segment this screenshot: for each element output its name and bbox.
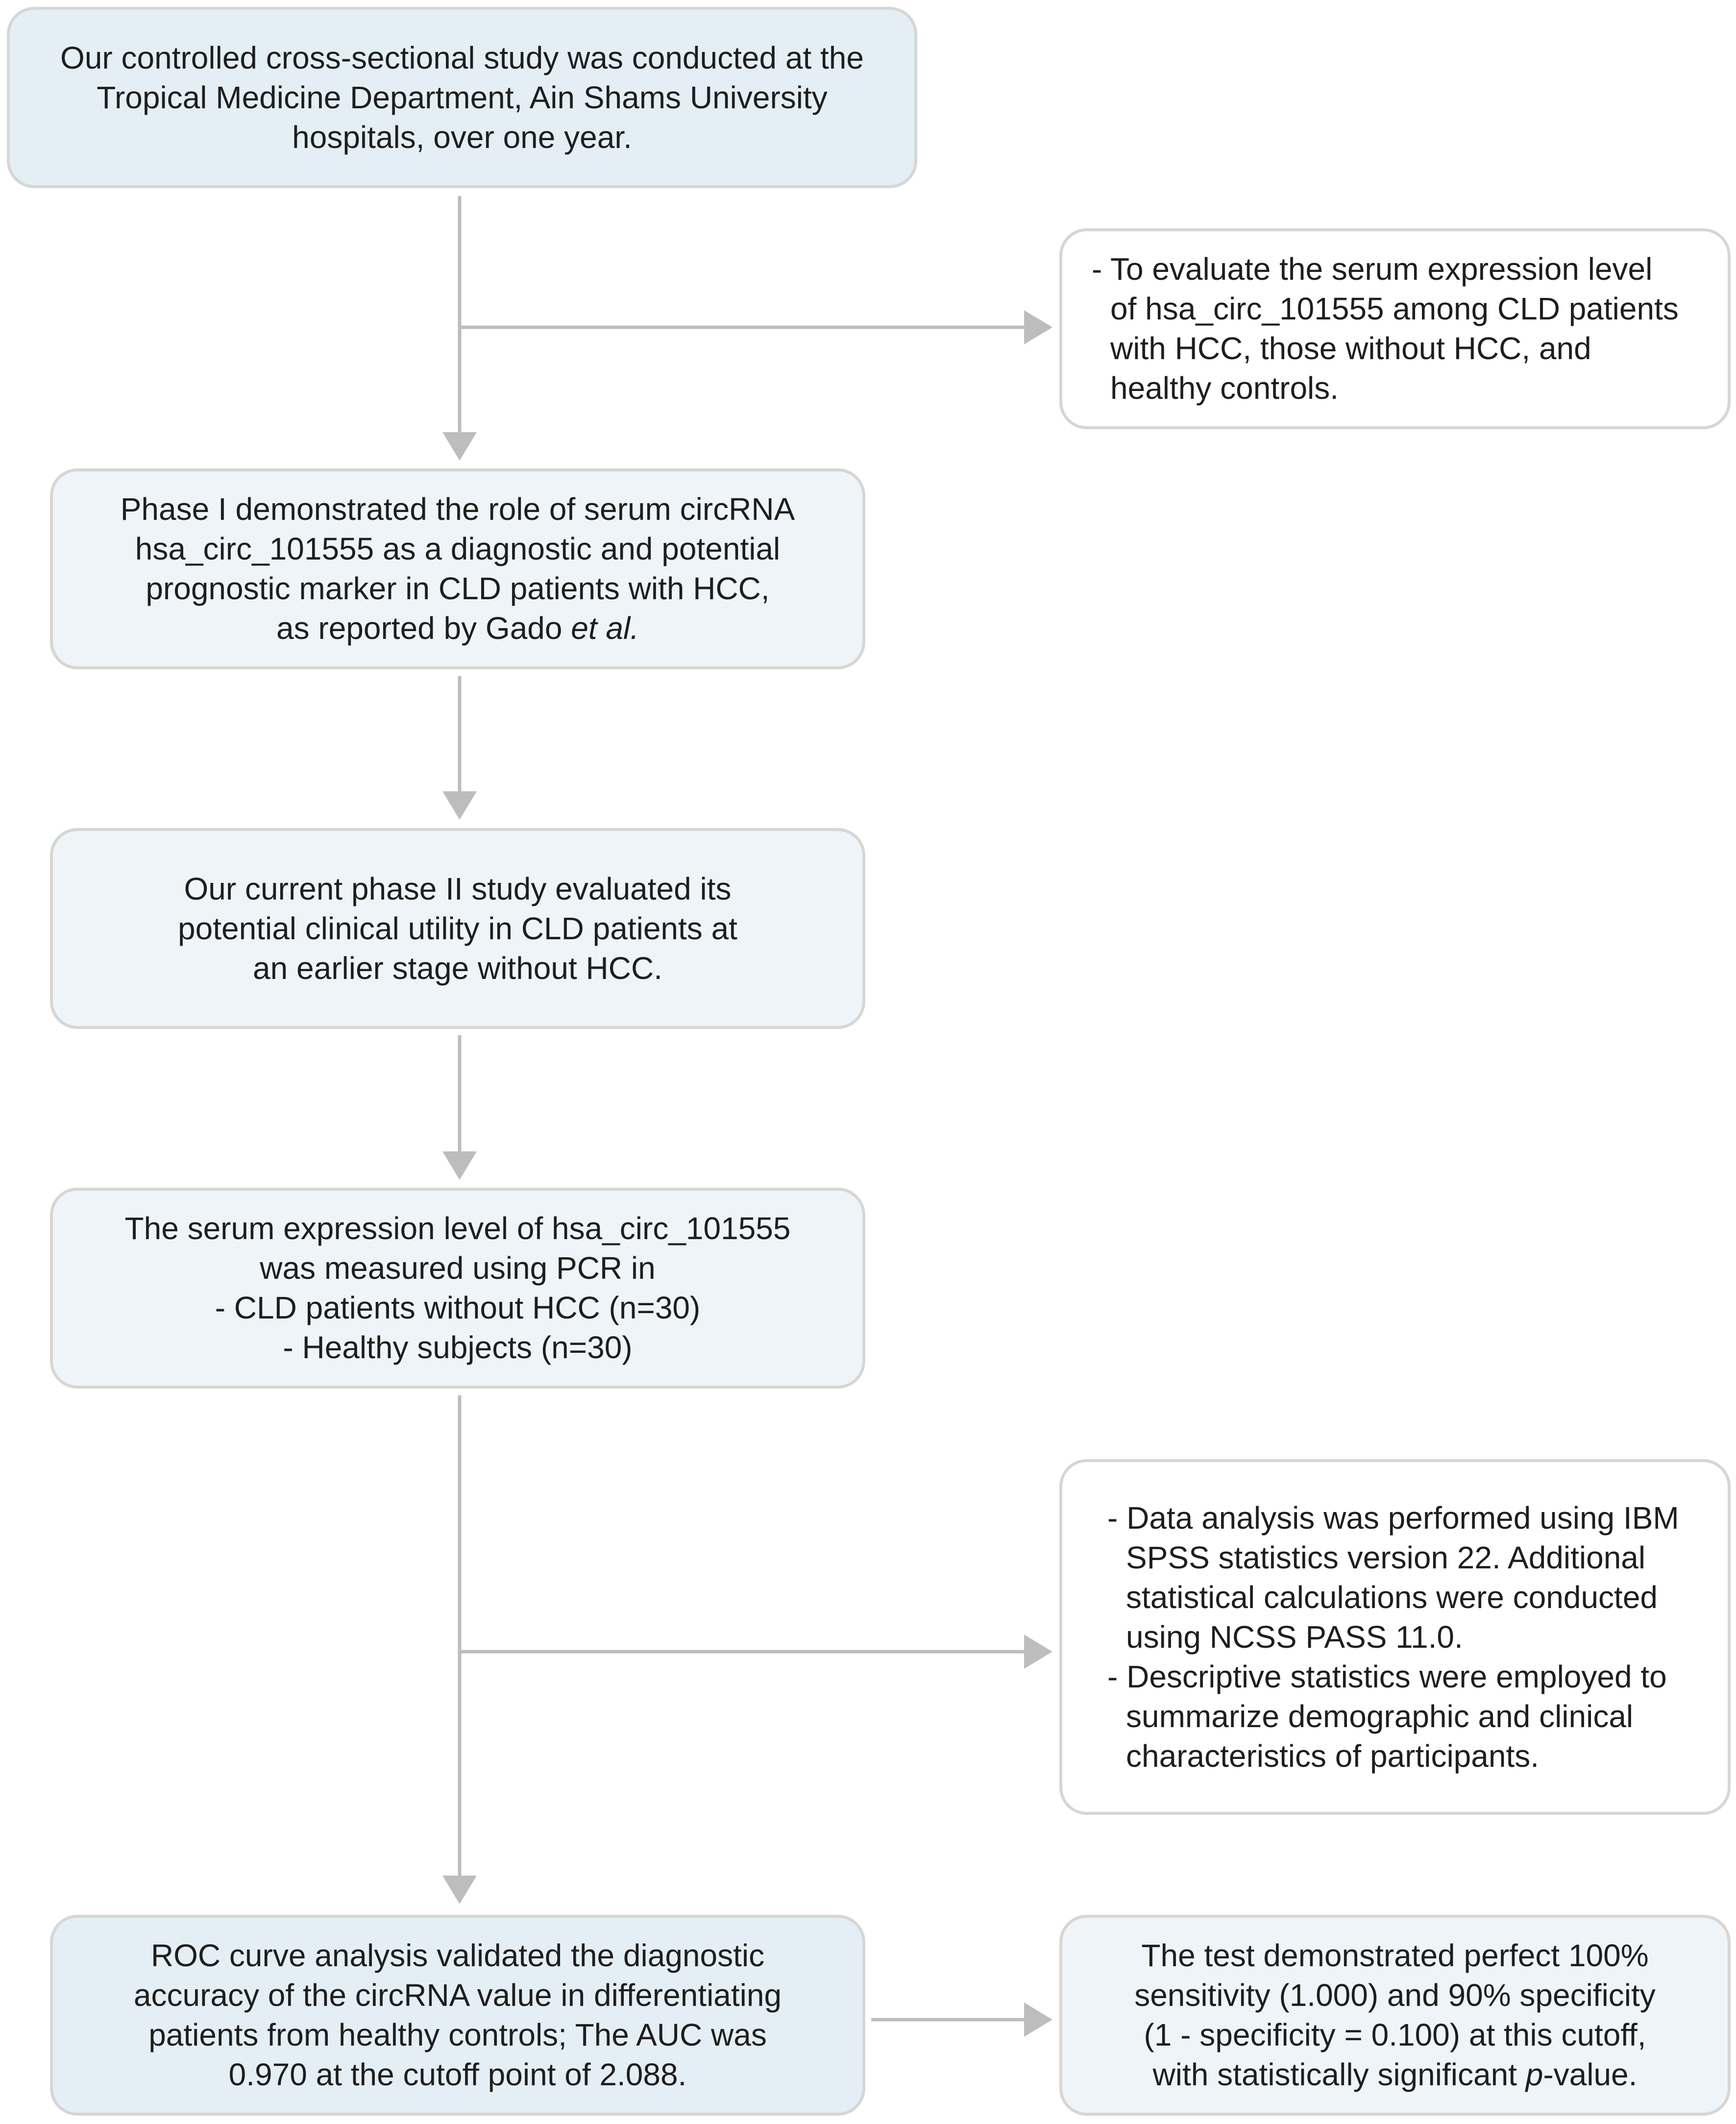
measurement-line-1: The serum expression level of hsa_circ_1… [124, 1211, 791, 1246]
statistics-line-3: statistical calculations were conducted [1126, 1579, 1658, 1615]
phase-one-line-1: Phase I demonstrated the role of serum c… [120, 491, 795, 527]
statistics-line-2: SPSS statistics version 22. Additional [1126, 1539, 1646, 1575]
measurement-line-2: was measured using PCR in [260, 1250, 656, 1286]
phase-one-line-3: prognostic marker in CLD patients with H… [146, 571, 770, 606]
phase-one-line-2: hsa_circ_101555 as a diagnostic and pote… [135, 531, 781, 566]
study-setting-line-1: Our controlled cross-sectional study was… [60, 40, 864, 75]
statistics-line-4: using NCSS PASS 11.0. [1126, 1619, 1463, 1655]
phase-one-line-4: as reported by Gado et al. [276, 609, 639, 648]
phase-two-line-2: potential clinical utility in CLD patien… [178, 910, 737, 946]
aim-box: - To evaluate the serum expression level… [1059, 228, 1731, 429]
result-line-1: The test demonstrated perfect 100% [1141, 1938, 1649, 1973]
aim-line-3: with HCC, those without HCC, and [1110, 331, 1591, 366]
study-setting-box: Our controlled cross-sectional study was… [7, 7, 917, 188]
arrowhead-measurement [442, 1151, 477, 1180]
arrowhead-result [1024, 2002, 1052, 2037]
result-line-4: with statistically significant p-value. [1153, 2055, 1638, 2095]
aim-line-4: healthy controls. [1110, 370, 1339, 406]
roc-line-1: ROC curve analysis validated the diagnos… [150, 1938, 765, 1973]
phase-one-line-4-text: as reported by Gado [276, 610, 571, 646]
arrowhead-phase-one [442, 432, 477, 461]
arrowhead-phase-two [442, 791, 477, 820]
statistics-line-1: - Data analysis was performed using IBM [1107, 1500, 1679, 1536]
result-line-2: sensitivity (1.000) and 90% specificity [1134, 1978, 1656, 2013]
roc-box: ROC curve analysis validated the diagnos… [50, 1915, 865, 2116]
aim-line-2: of hsa_circ_101555 among CLD patients [1110, 291, 1679, 326]
arrowhead-aim [1024, 310, 1052, 344]
phase-two-box: Our current phase II study evaluated its… [50, 828, 865, 1029]
result-box: The test demonstrated perfect 100% sensi… [1059, 1915, 1731, 2116]
measurement-line-4: - Healthy subjects (n=30) [283, 1330, 633, 1365]
roc-line-2: accuracy of the circRNA value in differe… [133, 1978, 782, 2013]
result-line-3: (1 - specificity = 0.100) at this cutoff… [1144, 2017, 1646, 2052]
statistics-line-7: characteristics of participants. [1126, 1738, 1539, 1774]
aim-line-1: - To evaluate the serum expression level [1092, 251, 1653, 287]
statistics-line-5: - Descriptive statistics were employed t… [1107, 1659, 1667, 1694]
result-line-4-suffix: -value. [1543, 2057, 1638, 2092]
statistics-line-6: summarize demographic and clinical [1126, 1698, 1634, 1734]
roc-line-4: 0.970 at the cutoff point of 2.088. [228, 2057, 687, 2092]
study-setting-line-2: Tropical Medicine Department, Ain Shams … [97, 79, 828, 115]
phase-two-line-3: an earlier stage without HCC. [253, 950, 662, 986]
measurement-box: The serum expression level of hsa_circ_1… [50, 1188, 865, 1389]
phase-two-line-1: Our current phase II study evaluated its [184, 871, 732, 906]
result-line-4-text: with statistically significant [1152, 2057, 1526, 2092]
phase-one-box: Phase I demonstrated the role of serum c… [50, 468, 865, 669]
arrowhead-roc [442, 1876, 477, 1904]
statistics-box: - Data analysis was performed using IBM … [1059, 1459, 1731, 1815]
arrowhead-statistics [1024, 1635, 1052, 1669]
roc-line-3: patients from healthy controls; The AUC … [148, 2017, 767, 2052]
result-p-italic: p [1525, 2057, 1543, 2092]
phase-one-et-al: et al. [571, 610, 639, 646]
study-setting-line-3: hospitals, over one year. [292, 119, 632, 155]
measurement-line-3: - CLD patients without HCC (n=30) [215, 1290, 701, 1325]
